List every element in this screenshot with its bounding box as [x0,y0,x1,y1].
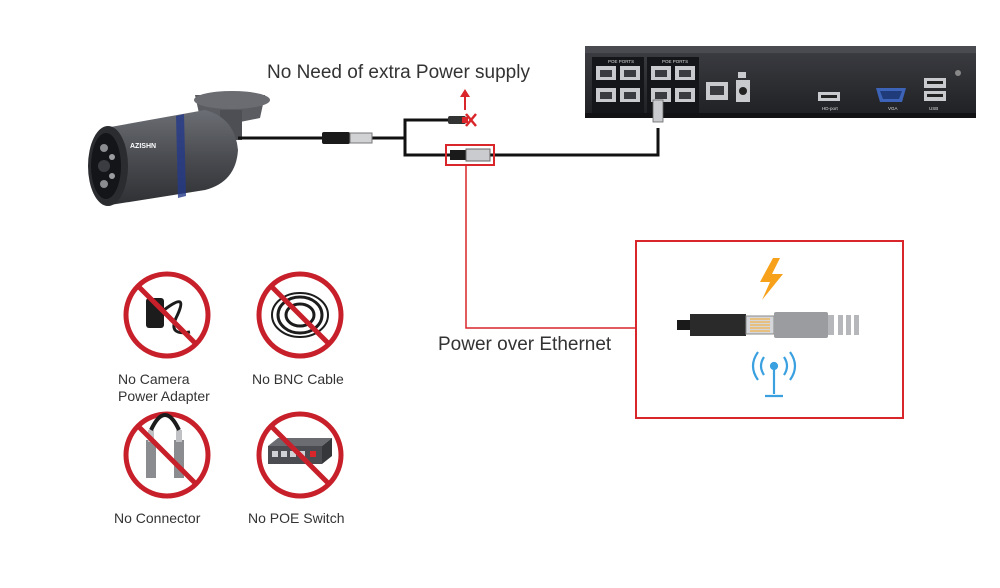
rj45-splitter [322,132,373,144]
port-group-a-label: POE PORTS [608,59,634,64]
wifi-signal-icon [751,351,797,398]
usb-label: USB [929,106,938,111]
up-arrow-icon [460,89,470,110]
no-bnc-cable-icon [256,271,344,359]
no-connector-label: No Connector [114,510,201,526]
no-extra-power-label: No Need of extra Power supply [267,62,530,83]
no-bnc-cable-label: No BNC Cable [252,371,344,387]
camera-brand: AZISHN [130,143,156,150]
callout-line [465,165,636,329]
ethernet-plug-icon [677,312,859,338]
poe-label: Power over Ethernet [438,334,612,355]
no-adapter-label-line1: No Camera [118,371,190,387]
cross-mark-icon [465,113,477,127]
vga-label: VGA [888,106,898,111]
port-group-b-label: POE PORTS [662,59,688,64]
no-connector-icon [123,411,211,499]
no-adapter-label-line2: Power Adapter [118,388,210,404]
lightning-icon [760,258,783,300]
poe-plug-highlight [445,144,495,166]
poe-detail-box [635,240,904,419]
nvr-recorder: POE PORTS POE PORTS HD-port VGA USB [585,46,976,123]
no-poe-switch-icon [256,411,344,499]
no-poe-switch-label: No POE Switch [248,510,345,526]
bullet-camera: AZISHN [88,91,270,206]
dc-power-plug [448,116,468,124]
hdmi-label: HD-port [822,106,839,111]
cable-lines [238,118,660,157]
no-power-adapter-icon [123,271,211,359]
